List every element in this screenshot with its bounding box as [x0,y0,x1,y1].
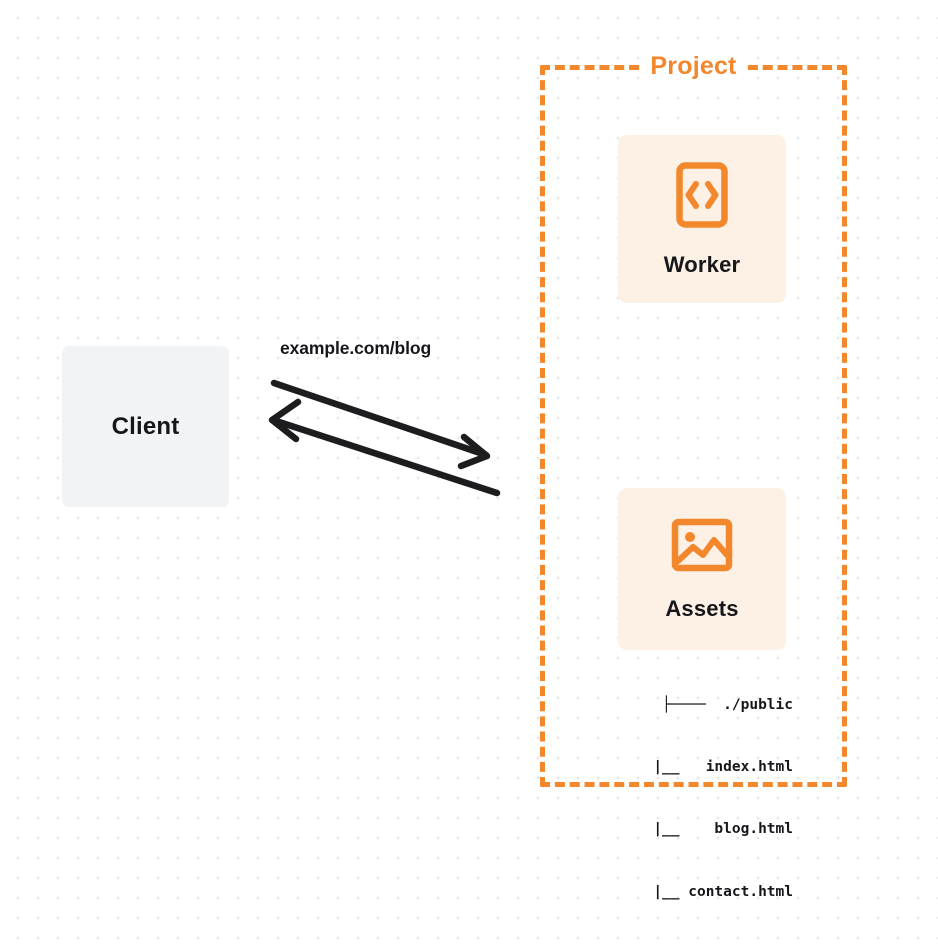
image-icon [671,517,733,578]
project-container[interactable]: Project Worker Assets [540,54,847,900]
assets-service-card[interactable]: Assets [618,488,786,650]
connector-arrows [268,379,501,497]
client-node-label: Client [111,412,180,440]
response-arrow-left [268,398,501,497]
file-tree-row: |__ blog.html [627,821,793,838]
file-tree-row: |__ contact.html [627,883,793,900]
assets-card-label: Assets [665,595,739,621]
assets-file-tree: ├──── ./public |__ index.html |__ blog.h… [593,653,793,944]
worker-service-card[interactable]: Worker [618,135,786,303]
request-arrow-right [270,379,491,470]
project-title: Project [641,54,746,79]
code-brackets-icon [675,161,729,234]
connector-label: example.com/blog [280,338,432,358]
client-node[interactable]: Client [62,346,229,507]
diagram-canvas: Client example.com/blog Project [62,54,847,900]
worker-card-label: Worker [663,251,741,277]
file-tree-row: |__ index.html [627,758,793,775]
file-tree-row: ├──── ./public [662,696,793,713]
